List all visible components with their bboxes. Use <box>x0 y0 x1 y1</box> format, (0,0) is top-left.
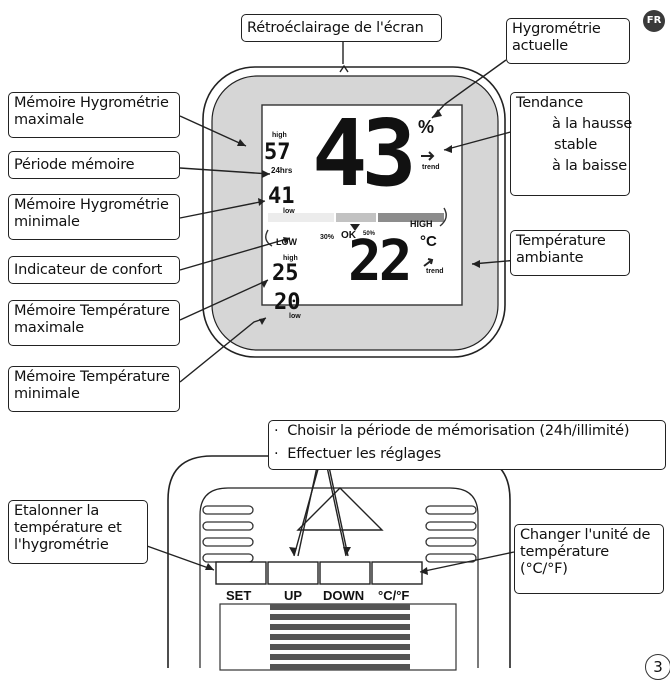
callout-ambient-temperature-line-1: Température <box>516 233 606 249</box>
temperature-trend-icon <box>423 258 434 267</box>
down-button <box>319 561 371 585</box>
callout-backlight: Rétroéclairage de l'écran <box>241 14 442 42</box>
callout-min-temp-memory: Mémoire Température minimale <box>8 366 180 412</box>
humidity-trend-icon <box>421 151 435 161</box>
lcd-comfort-low: LOW <box>276 237 297 247</box>
lcd-trend-label-2: trend <box>426 268 444 275</box>
battery-grill <box>270 604 410 670</box>
callout-up-down-functions: · Choisir la période de mémorisation (24… <box>268 420 666 470</box>
callout-max-humidity-memory-line-2: maximale <box>14 112 84 128</box>
lcd-high-label-2: high <box>283 255 298 262</box>
backlight-button <box>339 64 349 73</box>
set-button <box>215 561 267 585</box>
callout-change-unit-line-2: température <box>520 544 609 560</box>
callout-change-unit: Changer l'unité de température (°C/°F) <box>514 524 664 594</box>
lcd-min-temperature: 20 <box>274 290 301 315</box>
callout-max-temp-memory-line-1: Mémoire Température <box>14 303 170 319</box>
callout-bullet-2: · Effectuer les réglages <box>274 446 441 462</box>
lcd-period-label: 24hrs <box>271 166 293 175</box>
language-badge: FR <box>643 10 665 32</box>
callout-comfort-indicator: Indicateur de confort <box>8 256 180 284</box>
callout-change-unit-line-3: (°C/°F) <box>520 561 568 577</box>
callout-min-temp-memory-line-1: Mémoire Température <box>14 369 170 385</box>
callout-trend-down: à la baisse <box>552 158 627 174</box>
callout-bullet-2-text: Effectuer les réglages <box>287 446 441 462</box>
lcd-comfort-30: 30% <box>320 234 335 241</box>
callout-current-humidity-line-1: Hygrométrie <box>512 21 601 37</box>
callout-min-humidity-memory-line-1: Mémoire Hygrométrie <box>14 197 169 213</box>
lcd-humidity-value: 43 <box>312 100 417 207</box>
callout-trend-up: à la hausse <box>552 116 633 132</box>
comfort-pointer <box>350 224 360 231</box>
callout-min-temp-memory-line-2: minimale <box>14 386 80 402</box>
callout-trend-title: Tendance <box>516 95 584 111</box>
callout-backlight-text: Rétroéclairage de l'écran <box>247 20 424 36</box>
lcd-comfort-50: 50% <box>363 231 376 237</box>
callout-calibrate-line-2: température et <box>14 520 122 536</box>
up-button <box>267 561 319 585</box>
callout-max-humidity-memory-line-1: Mémoire Hygrométrie <box>14 95 169 111</box>
lcd-comfort-ok: OK <box>341 230 356 241</box>
callout-ambient-temperature-line-2: ambiante <box>516 250 584 266</box>
callout-ambient-temperature: Température ambiante <box>510 230 630 276</box>
callout-bullet-1-text: Choisir la période de mémorisation (24h/… <box>287 423 630 439</box>
lcd-trend-label-1: trend <box>422 164 440 171</box>
page-number: 3 <box>645 654 670 680</box>
lcd-low-label-2: low <box>289 313 301 320</box>
callout-max-temp-memory: Mémoire Température maximale <box>8 300 180 346</box>
unit-button-label: °C/°F <box>378 588 410 603</box>
callout-memory-period-text: Période mémoire <box>14 157 135 173</box>
lcd-max-humidity: 57 <box>264 140 291 165</box>
callout-min-humidity-memory-line-2: minimale <box>14 214 80 230</box>
lcd-temperature-unit: °C <box>420 233 437 250</box>
callout-memory-period: Période mémoire <box>8 151 180 179</box>
unit-button <box>371 561 423 585</box>
callout-calibrate: Etalonner la température et l'hygrométri… <box>8 500 148 564</box>
lcd-temperature-value: 22 <box>348 229 412 294</box>
callout-max-humidity-memory: Mémoire Hygrométrie maximale <box>8 92 180 138</box>
lcd-comfort-high: HIGH <box>410 219 433 229</box>
device-back-inner <box>199 487 479 668</box>
comfort-bar-high <box>378 213 444 222</box>
lcd-min-humidity: 41 <box>268 184 295 209</box>
comfort-bar-ok <box>336 213 376 222</box>
callout-calibrate-line-1: Etalonner la <box>14 503 100 519</box>
callout-bullet-1: · Choisir la période de mémorisation (24… <box>274 423 630 439</box>
lcd-high-label-1: high <box>272 132 287 139</box>
callout-trend-stable: stable <box>554 137 598 153</box>
callout-current-humidity-line-2: actuelle <box>512 38 569 54</box>
callout-max-temp-memory-line-2: maximale <box>14 320 84 336</box>
callout-comfort-indicator-text: Indicateur de confort <box>14 262 163 278</box>
callout-calibrate-line-3: l'hygrométrie <box>14 537 109 553</box>
callout-change-unit-line-1: Changer l'unité de <box>520 527 651 543</box>
comfort-bar-low <box>268 213 334 222</box>
lcd-screen <box>261 104 463 306</box>
lcd-max-temperature: 25 <box>272 261 299 286</box>
up-button-label: UP <box>284 588 303 603</box>
down-button-label: DOWN <box>323 588 365 603</box>
callout-min-humidity-memory: Mémoire Hygrométrie minimale <box>8 194 180 240</box>
lcd-humidity-unit: % <box>418 117 435 137</box>
lcd-low-label-1: low <box>283 208 295 215</box>
callout-trend: Tendance à la hausse stable à la baisse <box>510 92 633 196</box>
set-button-label: SET <box>226 588 252 603</box>
callout-current-humidity: Hygrométrie actuelle <box>506 18 630 64</box>
